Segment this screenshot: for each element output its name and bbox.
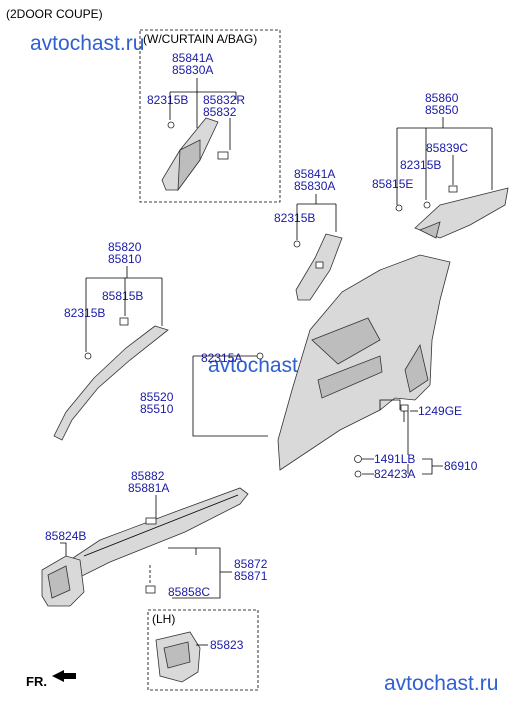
part-82315B-left: 82315B <box>64 306 105 320</box>
part-1491LB: 1491LB <box>374 452 415 466</box>
front-direction-label: FR. <box>26 674 47 689</box>
lh-bracket-85823 <box>155 631 201 683</box>
cowl-side-trim <box>41 555 85 607</box>
leader-85824B <box>60 542 67 560</box>
part-85830A-mid: 85830A <box>294 179 335 193</box>
front-arrow-icon <box>52 670 76 682</box>
leader-lines-right <box>396 117 493 205</box>
curtain-airbag-label: (W/CURTAIN A/BAG) <box>143 32 257 46</box>
front-pillar-trim <box>53 317 169 441</box>
leader-lines-quarter <box>192 355 268 437</box>
part-82315B-mid: 82315B <box>274 211 315 225</box>
part-85510: 85510 <box>140 402 174 416</box>
part-85839C: 85839C <box>426 141 468 155</box>
watermark-middle: avtochast.ru <box>208 354 322 377</box>
quarter-trim-panel <box>256 254 451 471</box>
part-85832: 85832 <box>203 105 237 119</box>
part-85815E: 85815E <box>372 177 413 191</box>
part-85823: 85823 <box>210 638 244 652</box>
part-85815B: 85815B <box>102 289 143 303</box>
part-82423A: 82423A <box>374 467 415 481</box>
center-pillar-trim <box>293 233 343 301</box>
part-1249GE: 1249GE <box>418 404 462 418</box>
watermark-bottom: avtochast.ru <box>384 672 498 695</box>
part-85832R: 85832R <box>203 93 245 107</box>
part-86910: 86910 <box>444 459 478 473</box>
leader-lines-mid <box>296 194 337 240</box>
leader-lines-hardware <box>379 399 409 474</box>
part-85520: 85520 <box>140 390 174 404</box>
model-label: (2DOOR COUPE) <box>6 7 103 21</box>
leader-lines-86910 <box>362 458 443 475</box>
part-85872: 85872 <box>234 557 268 571</box>
leader-lines-curtain <box>169 78 237 150</box>
part-85820: 85820 <box>108 240 142 254</box>
curtain-airbag-box <box>139 29 281 203</box>
door-scuff-plate <box>69 487 249 579</box>
part-82315B-top: 82315B <box>147 93 188 107</box>
part-85841A-mid: 85841A <box>294 167 335 181</box>
leader-lines-85872 <box>168 547 221 599</box>
part-85830A-top: 85830A <box>172 63 213 77</box>
watermark-top: avtochast.ru <box>30 32 144 55</box>
part-85881A: 85881A <box>128 481 169 495</box>
part-85871: 85871 <box>234 569 268 583</box>
lh-box <box>147 609 259 691</box>
quarter-upper-trim <box>395 185 509 239</box>
bolt-1249GE <box>400 404 409 422</box>
part-85810: 85810 <box>108 252 142 266</box>
upper-pillar-trim-airbag <box>161 117 229 192</box>
part-82315A: 82315A <box>201 351 242 365</box>
part-85860: 85860 <box>425 91 459 105</box>
nut-1491LB <box>354 455 362 463</box>
washer-82423A <box>354 470 362 478</box>
part-85841A-top: 85841A <box>172 51 213 65</box>
part-85850: 85850 <box>425 103 459 117</box>
clip-85858C <box>145 585 156 594</box>
part-82315B-right: 82315B <box>400 158 441 172</box>
part-85824B: 85824B <box>45 529 86 543</box>
lh-label: (LH) <box>152 612 175 626</box>
part-85882: 85882 <box>131 469 165 483</box>
leader-lines-left <box>85 266 163 352</box>
part-85858C: 85858C <box>168 585 210 599</box>
